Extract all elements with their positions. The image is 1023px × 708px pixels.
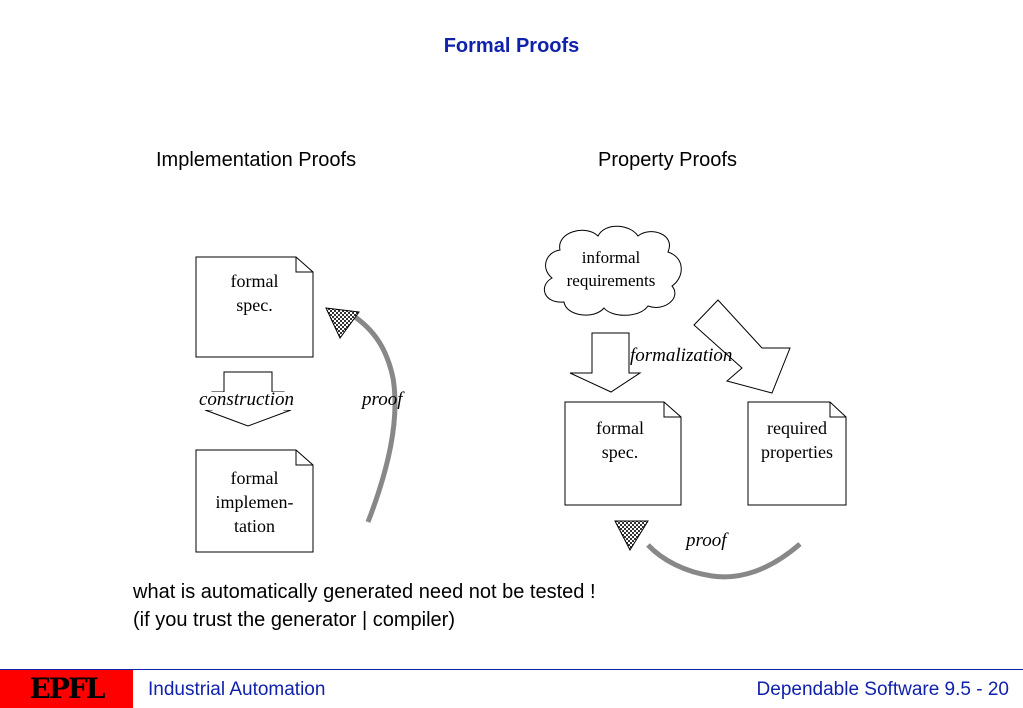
epfl-logo-text: EPFL [29, 672, 106, 705]
requirements-cloud [543, 225, 682, 316]
property-proof-arc [646, 542, 802, 580]
formalization-label: formalization [630, 345, 733, 366]
implementation-proof-label: proof [362, 389, 403, 410]
property-proofs-heading: Property Proofs [598, 149, 737, 171]
note-line-2: (if you trust the generator | compiler) [133, 609, 455, 631]
implementation-proof-arc [350, 312, 398, 523]
property-spec-document-shape [564, 401, 682, 506]
construction-label: construction [199, 389, 294, 410]
formalization-arrow-diagonal [693, 299, 791, 394]
footer-course-name: Industrial Automation [148, 679, 326, 700]
required-properties-text: required properties [761, 418, 833, 462]
note-line-1: what is automatically generated need not… [133, 581, 596, 603]
footer-divider [0, 669, 1023, 670]
implementation-proof-arrowhead [325, 307, 360, 339]
implementation-impl-text: formal implemen- tation [215, 468, 294, 536]
cloud-text: informal requirements [566, 248, 656, 290]
implementation-document-shape [195, 449, 314, 553]
required-properties-document-shape [747, 401, 847, 506]
epfl-logo [0, 670, 133, 708]
property-proof-label: proof [686, 530, 727, 551]
slide-title: Formal Proofs [443, 35, 580, 57]
footer-page-info: Dependable Software 9.5 - 20 [756, 679, 1009, 700]
implementation-proofs-heading: Implementation Proofs [156, 149, 357, 171]
spec-document-shape [195, 256, 314, 358]
property-proof-arrowhead [614, 520, 649, 552]
formalization-arrow-down [569, 332, 642, 393]
implementation-spec-text: formal spec. [230, 271, 279, 315]
property-spec-text: formal spec. [596, 418, 644, 462]
